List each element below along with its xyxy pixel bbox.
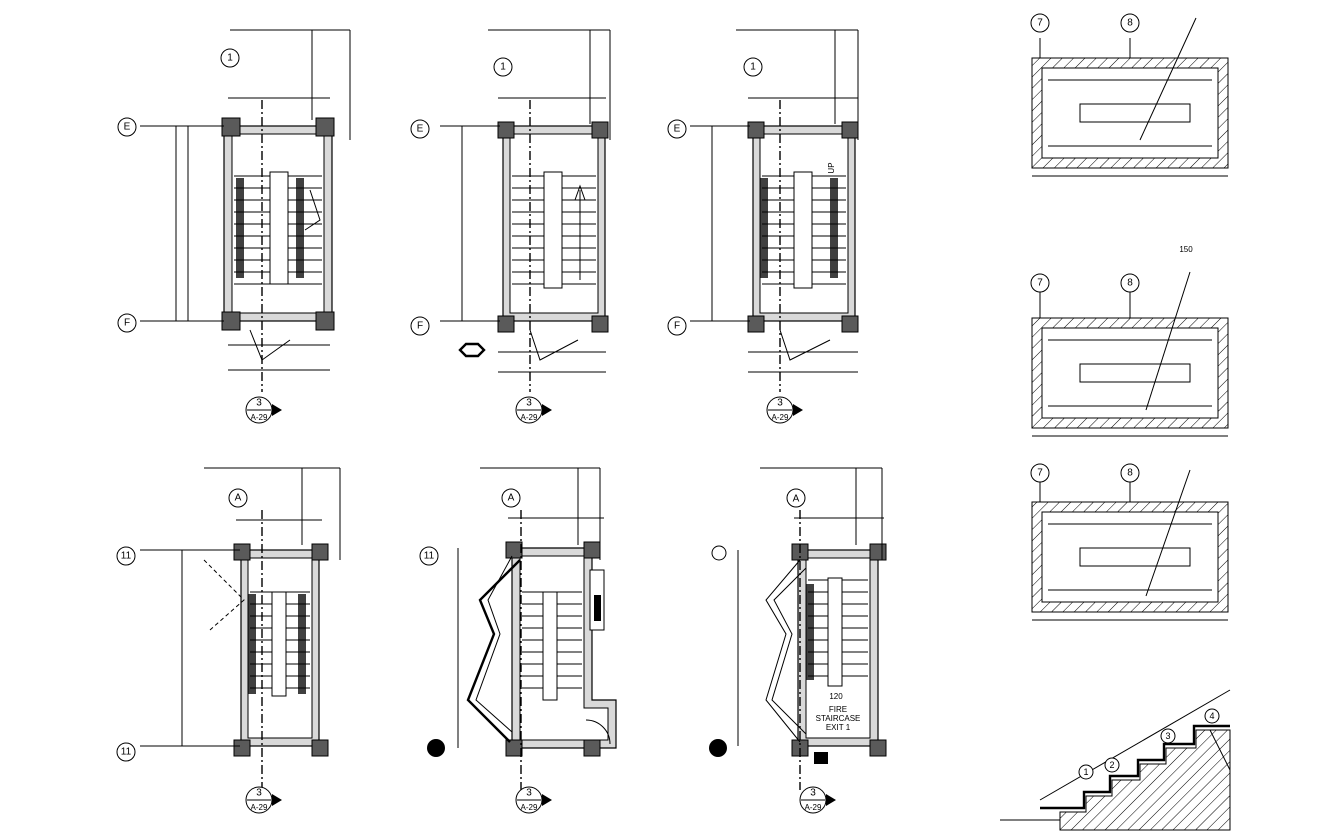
section-marker-5: 3 A-29 bbox=[515, 786, 552, 814]
grid-bubble-plan1-row-f: F bbox=[117, 313, 137, 333]
svg-text:3: 3 bbox=[526, 788, 532, 799]
grid-bubble-plan1-row-e: E bbox=[117, 117, 137, 137]
step-marker-3: 3 bbox=[1160, 728, 1176, 744]
svg-text:11: 11 bbox=[121, 551, 132, 562]
grid-bubble-plan3-row-e: E bbox=[667, 119, 687, 139]
fire-staircase-line-2: STAIRCASE bbox=[816, 714, 861, 723]
north-marker-plan6-top bbox=[711, 545, 727, 561]
stair-detail-2: 150 bbox=[1031, 245, 1229, 437]
stair-detail-3 bbox=[1031, 469, 1229, 621]
svg-text:F: F bbox=[674, 321, 680, 332]
step-section-detail bbox=[1000, 689, 1231, 831]
stair-plan-4 bbox=[140, 467, 341, 790]
section-marker-4: 3 A-29 bbox=[245, 786, 282, 814]
svg-text:1: 1 bbox=[1083, 767, 1088, 777]
svg-text:8: 8 bbox=[1127, 468, 1133, 479]
grid-bubble-plan6-top: A bbox=[786, 488, 806, 508]
up-label: UP bbox=[827, 162, 836, 173]
svg-text:F: F bbox=[124, 318, 130, 329]
svg-text:A: A bbox=[793, 494, 800, 505]
stair-plan-6: 120 FIRE STAIRCASE EXIT 1 bbox=[737, 467, 887, 790]
svg-text:7: 7 bbox=[1037, 18, 1043, 29]
section-marker-2: 3 A-29 bbox=[515, 396, 552, 424]
svg-text:A-29: A-29 bbox=[772, 413, 789, 422]
stair-plan-5 bbox=[457, 467, 617, 790]
svg-text:3: 3 bbox=[256, 398, 262, 409]
stair-plan-3: UP bbox=[690, 29, 859, 392]
section-marker-6: 3 A-29 bbox=[799, 786, 836, 814]
svg-text:7: 7 bbox=[1037, 468, 1043, 479]
svg-text:3: 3 bbox=[1165, 731, 1170, 741]
grid-bubble-detail3-7: 7 bbox=[1030, 463, 1050, 483]
svg-text:A-29: A-29 bbox=[251, 413, 268, 422]
svg-text:3: 3 bbox=[810, 788, 816, 799]
svg-text:11: 11 bbox=[424, 551, 435, 562]
svg-text:A-29: A-29 bbox=[251, 803, 268, 812]
svg-text:E: E bbox=[417, 124, 424, 135]
grid-bubble-plan5-top: A bbox=[501, 488, 521, 508]
svg-text:11: 11 bbox=[121, 747, 132, 758]
grid-bubble-plan3-top: 1 bbox=[743, 57, 763, 77]
svg-text:2: 2 bbox=[1109, 760, 1114, 770]
grid-bubble-plan4-top: A bbox=[228, 488, 248, 508]
grid-bubble-detail1-8: 8 bbox=[1120, 13, 1140, 33]
scale-note: 150 bbox=[1179, 245, 1193, 254]
section-marker-1: 3 A-29 bbox=[245, 396, 282, 424]
step-marker-4: 4 bbox=[1204, 708, 1220, 724]
grid-bubble-plan4-row-11a: 11 bbox=[116, 546, 136, 566]
north-marker-plan5 bbox=[427, 739, 445, 757]
fire-staircase-line-1: FIRE bbox=[829, 705, 847, 714]
grid-bubble-plan2-row-f: F bbox=[410, 316, 430, 336]
step-marker-1: 1 bbox=[1078, 764, 1094, 780]
svg-text:A: A bbox=[508, 493, 515, 504]
grid-bubble-detail2-7: 7 bbox=[1030, 273, 1050, 293]
section-markers: 3 A-29 3 A-29 3 A-29 3 A-29 3 A-29 bbox=[245, 396, 836, 814]
north-marker-plan6 bbox=[709, 739, 727, 757]
svg-text:1: 1 bbox=[227, 53, 233, 64]
svg-text:4: 4 bbox=[1209, 711, 1214, 721]
stair-plan-2 bbox=[440, 29, 611, 392]
grid-bubble-plan1-top: 1 bbox=[220, 48, 240, 68]
grid-bubble-plan4-row-11b: 11 bbox=[116, 742, 136, 762]
step-marker-2: 2 bbox=[1104, 757, 1120, 773]
step-section-markers: 1 2 3 4 bbox=[1078, 708, 1220, 780]
svg-text:E: E bbox=[674, 124, 681, 135]
grid-bubble-detail2-8: 8 bbox=[1120, 273, 1140, 293]
svg-text:A-29: A-29 bbox=[805, 803, 822, 812]
grid-bubble-plan2-top: 1 bbox=[493, 57, 513, 77]
svg-text:7: 7 bbox=[1037, 278, 1043, 289]
grid-bubble-plan2-row-e: E bbox=[410, 119, 430, 139]
fire-staircase-line-3: EXIT 1 bbox=[826, 723, 851, 732]
svg-text:A-29: A-29 bbox=[521, 803, 538, 812]
riser-count-label: 120 bbox=[829, 692, 843, 701]
section-marker-3: 3 A-29 bbox=[766, 396, 803, 424]
svg-text:8: 8 bbox=[1127, 278, 1133, 289]
svg-text:3: 3 bbox=[526, 398, 532, 409]
grid-bubbles: 1 E F 1 E F 1 E F A 11 11 A 11 A 7 8 7 8… bbox=[116, 13, 1140, 762]
svg-text:8: 8 bbox=[1127, 18, 1133, 29]
svg-text:E: E bbox=[124, 122, 131, 133]
grid-bubble-detail1-7: 7 bbox=[1030, 13, 1050, 33]
svg-text:1: 1 bbox=[500, 62, 506, 73]
grid-bubble-plan5-row-11: 11 bbox=[419, 546, 439, 566]
svg-text:3: 3 bbox=[777, 398, 783, 409]
stair-plan-1 bbox=[140, 29, 351, 392]
svg-text:1: 1 bbox=[750, 62, 756, 73]
stair-detail-1 bbox=[1031, 17, 1229, 177]
svg-text:A-29: A-29 bbox=[521, 413, 538, 422]
grid-bubble-detail3-8: 8 bbox=[1120, 463, 1140, 483]
svg-text:F: F bbox=[417, 321, 423, 332]
svg-text:3: 3 bbox=[256, 788, 262, 799]
grid-bubble-plan3-row-f: F bbox=[667, 316, 687, 336]
svg-text:A: A bbox=[235, 493, 242, 504]
